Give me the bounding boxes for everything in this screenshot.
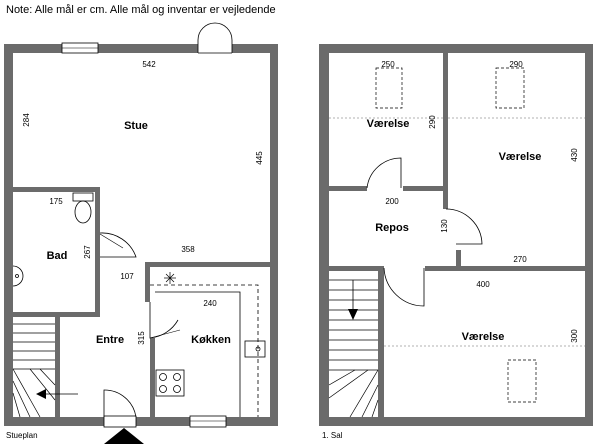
first-interior-walls <box>329 53 585 417</box>
first-floor-plan: Værelse Værelse Repos Værelse 250 290 29… <box>319 44 593 426</box>
first-skylights <box>375 67 537 403</box>
kokken-fan-icon <box>164 272 176 284</box>
first-outer-wall <box>319 44 593 426</box>
plan-note: Note: Alle mål er cm. Alle mål og invent… <box>6 4 276 16</box>
kokken-door-swing <box>149 302 179 339</box>
dim-corridor-width: 270 <box>513 255 527 264</box>
ground-stair-arrow-icon <box>36 389 78 399</box>
dim-repos-width: 200 <box>385 197 399 206</box>
room-label-vaerelse-3: Værelse <box>462 331 505 343</box>
bad-door-swing <box>99 232 137 258</box>
kokken-stove-icon <box>155 369 185 397</box>
dim-v3-width: 400 <box>476 280 490 289</box>
caption-first-floor: 1. Sal <box>322 431 343 440</box>
ground-top-window <box>61 42 99 54</box>
dim-stue-width: 542 <box>142 60 156 69</box>
room-label-repos: Repos <box>375 222 409 234</box>
room-label-vaerelse-2: Værelse <box>499 151 542 163</box>
bad-sink-icon <box>12 265 24 287</box>
ground-interior-walls <box>13 187 270 417</box>
room-label-entre: Entre <box>96 334 124 346</box>
room-label-stue: Stue <box>124 120 148 132</box>
dim-v2-width: 290 <box>509 60 523 69</box>
first-staircase <box>328 279 379 418</box>
ground-entrance-door <box>103 389 137 428</box>
dim-kokken-width: 240 <box>203 299 217 308</box>
dim-bad-width: 175 <box>49 197 63 206</box>
first-roof-lines <box>329 117 585 347</box>
room-label-bad: Bad <box>47 250 68 262</box>
dim-v2-height: 430 <box>570 148 579 162</box>
caption-stueplan: Stueplan <box>6 431 38 440</box>
dim-entre-width: 107 <box>120 272 134 281</box>
bad-toilet-icon <box>72 192 94 224</box>
dim-entre-height: 315 <box>137 331 146 345</box>
v2-door-swing <box>445 208 483 245</box>
room-label-kokken: Køkken <box>191 334 231 346</box>
dim-stue-height: 445 <box>255 151 264 165</box>
dim-v1-width: 250 <box>381 60 395 69</box>
dim-stue-left: 284 <box>22 113 31 127</box>
dim-bad-height: 267 <box>83 245 92 259</box>
kokken-counter <box>150 284 259 417</box>
kokken-sink-icon <box>244 340 266 358</box>
dim-hall-width: 358 <box>181 245 195 254</box>
room-label-vaerelse-1: Værelse <box>367 118 410 130</box>
ground-top-door <box>197 22 233 54</box>
ground-staircase <box>12 323 56 418</box>
v1-door-swing <box>366 157 402 189</box>
dim-v1-height: 290 <box>428 115 437 129</box>
entrance-arrow-icon <box>104 428 144 444</box>
ground-bottom-window <box>189 415 227 428</box>
dim-repos-height: 130 <box>440 219 449 233</box>
first-stair-arrow-icon <box>348 280 358 320</box>
ground-floor-plan: Stue Bad Entre Køkken 542 284 445 175 26… <box>4 22 278 444</box>
v3-door-swing <box>383 267 425 307</box>
dim-v3-height: 300 <box>570 329 579 343</box>
